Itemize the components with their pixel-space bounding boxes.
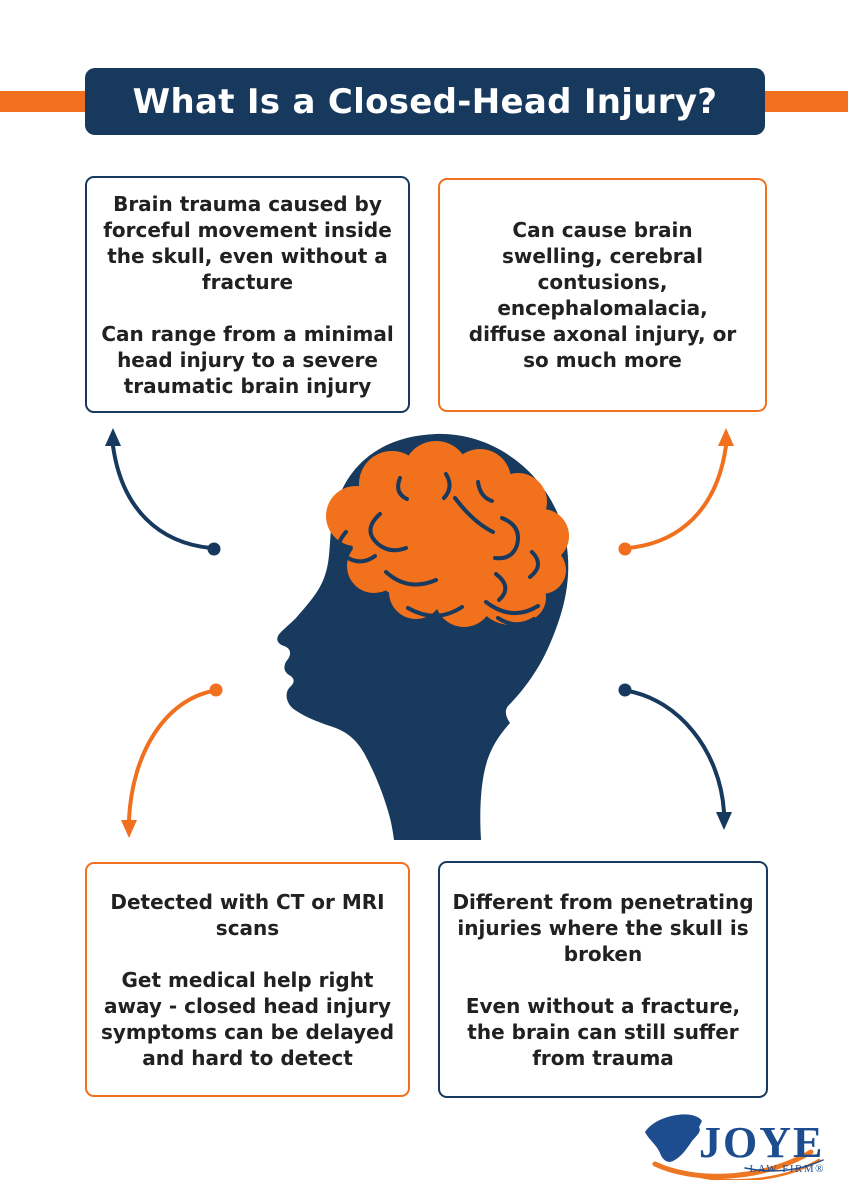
info-box-top-left: Brain trauma caused by forceful movement… [85,176,410,413]
page-title: What Is a Closed-Head Injury? [132,81,718,122]
info-text: Different from penetrating injuries wher… [452,889,754,966]
info-box-bottom-left: Detected with CT or MRI scans Get medica… [85,862,410,1097]
curved-arrow-bottom-right-icon [618,683,732,830]
info-text: Can cause brain swelling, cerebral contu… [468,218,737,372]
logo-tagline: LAW FIRM® [750,1163,825,1175]
curved-arrow-top-right-icon [618,428,734,556]
head-profile-with-brain-illustration [277,433,569,840]
info-text: Get medical help right away - closed hea… [100,967,395,1070]
logo-wordmark: JOYE [699,1118,824,1167]
south-carolina-icon [645,1114,702,1162]
info-box-bottom-right: Different from penetrating injuries wher… [438,861,768,1098]
info-text: Even without a fracture, the brain can s… [465,993,741,1070]
curved-arrow-top-left-icon [105,428,221,556]
info-box-top-right: Can cause brain swelling, cerebral contu… [438,178,767,412]
info-text: Can range from a minimal head injury to … [101,321,394,398]
info-text: Brain trauma caused by forceful movement… [103,191,392,294]
logo-swoosh [652,1149,824,1180]
info-text: Detected with CT or MRI scans [110,889,385,940]
title-banner: What Is a Closed-Head Injury? [85,68,765,135]
joye-law-firm-logo: JOYE LAW FIRM® [645,1114,825,1180]
brain-sulci-lines [337,472,540,627]
curved-arrow-bottom-left-icon [121,683,223,838]
